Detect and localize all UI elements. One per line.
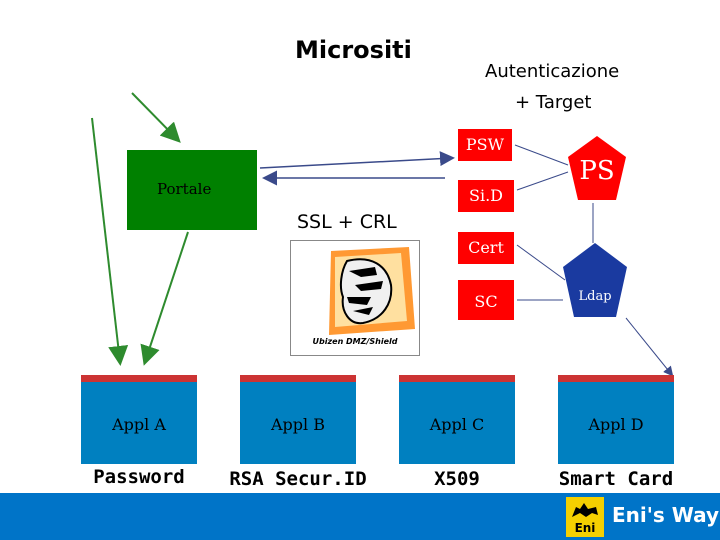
ps-pentagon — [568, 136, 626, 200]
line-psw-ps — [514, 144, 569, 166]
arrow-to-psw — [259, 151, 455, 169]
page-title: Micrositi — [295, 36, 412, 64]
ps-label: PS — [579, 156, 615, 186]
sc-box: SC — [458, 280, 514, 320]
line-sid-ps — [516, 171, 569, 191]
arrow-ldap-appl-d — [625, 317, 674, 377]
ssl-crl-label: SSL + CRL — [297, 211, 397, 233]
sid-box: Si.D — [458, 180, 514, 212]
eni-logo-word: Eni — [574, 521, 596, 535]
appl-a-label: Appl A — [112, 415, 166, 434]
arrow-to-appl-a-outer — [91, 117, 129, 366]
appl-b-label: Appl B — [271, 415, 325, 434]
footer-brand: Eni's Way — [612, 503, 720, 527]
appl-b-box — [240, 375, 356, 464]
ldap-pentagon — [563, 243, 627, 317]
line-cert-ldap — [516, 244, 566, 281]
appl-d-box — [558, 375, 674, 464]
appl-a-box — [81, 375, 197, 464]
arrow-to-portale — [131, 92, 181, 143]
eni-logo-icon: Eni — [566, 497, 604, 537]
ubizen-face-icon — [329, 247, 415, 335]
appl-c-label: Appl C — [429, 415, 485, 434]
ldap-label: Ldap — [578, 289, 612, 304]
appl-c-box — [399, 375, 515, 464]
method-rsa: RSA Secur.ID — [229, 468, 367, 490]
ubizen-logo-image: Ubizen DMZ/Shield — [290, 240, 420, 356]
method-password: Password — [93, 466, 185, 488]
auth-label-line2: + Target — [515, 92, 592, 113]
cert-box: Cert — [458, 232, 514, 264]
appl-d-label: Appl D — [588, 415, 644, 434]
portale-label: Portale — [157, 180, 212, 198]
portale-box — [127, 150, 257, 230]
psw-box: PSW — [458, 129, 512, 161]
method-smart-card: Smart Card — [558, 468, 674, 490]
footer-bar: Eni Eni's Way — [0, 493, 720, 540]
ubizen-caption: Ubizen DMZ/Shield — [312, 337, 398, 346]
eni-dog-icon — [572, 503, 598, 517]
arrow-to-appl-a-inner — [140, 231, 189, 366]
method-x509: X509 — [434, 468, 480, 490]
auth-label-line1: Autenticazione — [485, 61, 620, 82]
